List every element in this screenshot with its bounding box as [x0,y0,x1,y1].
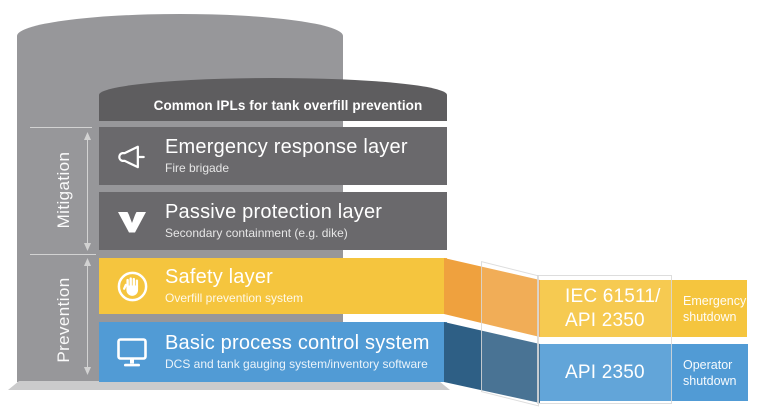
stop-hand-icon [114,270,150,303]
layer-subtitle: DCS and tank gauging system/inventory so… [165,357,428,371]
safety-shutdown-label: Emergency shutdown [672,280,747,337]
layer-title: Emergency response layer [165,136,408,158]
layer-band-bpcs: Basic process control system DCS and tan… [99,322,447,382]
layer-band-emergency-response: Emergency response layer Fire brigade [99,127,447,185]
shutdown-label-text: Emergency shutdown [683,293,747,324]
bpcs-standard-name: API 2350 [540,344,672,401]
layer-subtitle: Overfill prevention system [165,291,304,305]
bpcs-shutdown-label: Operator shutdown [672,344,748,401]
safety-standard-name: IEC 61511/ API 2350 [540,280,672,337]
layer-title: Passive protection layer [165,201,383,223]
layer-subtitle: Secondary containment (e.g. dike) [165,226,348,240]
standard-name-line2: API 2350 [565,309,645,331]
megaphone-icon [114,143,150,170]
translucent-sheet-fold-left [481,261,539,407]
prevention-axis-label: Prevention [54,277,73,363]
ground-base [8,381,450,390]
dike-icon [114,209,150,234]
monitor-icon [114,336,150,368]
yellow-standard-band [540,280,747,337]
standard-name-line1: API 2350 [565,361,645,383]
layer-title: Safety layer [165,266,274,288]
standard-name-line1: IEC 61511/ [565,285,661,307]
layer-subtitle: Fire brigade [165,161,230,175]
diagram-title: Common IPLs for tank overfill prevention [153,98,423,113]
layer-band-passive-protection: Passive protection layer Secondary conta… [99,192,447,250]
blue-standard-band [540,344,748,401]
diagram-title-band: Common IPLs for tank overfill prevention [99,78,447,121]
shutdown-label-text: Operator shutdown [683,357,737,388]
layer-title: Basic process control system [165,332,430,354]
mitigation-axis-label: Mitigation [54,151,73,229]
translucent-sheet-fold-right [537,275,672,404]
layer-band-safety: Safety layer Overfill prevention system [99,258,447,314]
